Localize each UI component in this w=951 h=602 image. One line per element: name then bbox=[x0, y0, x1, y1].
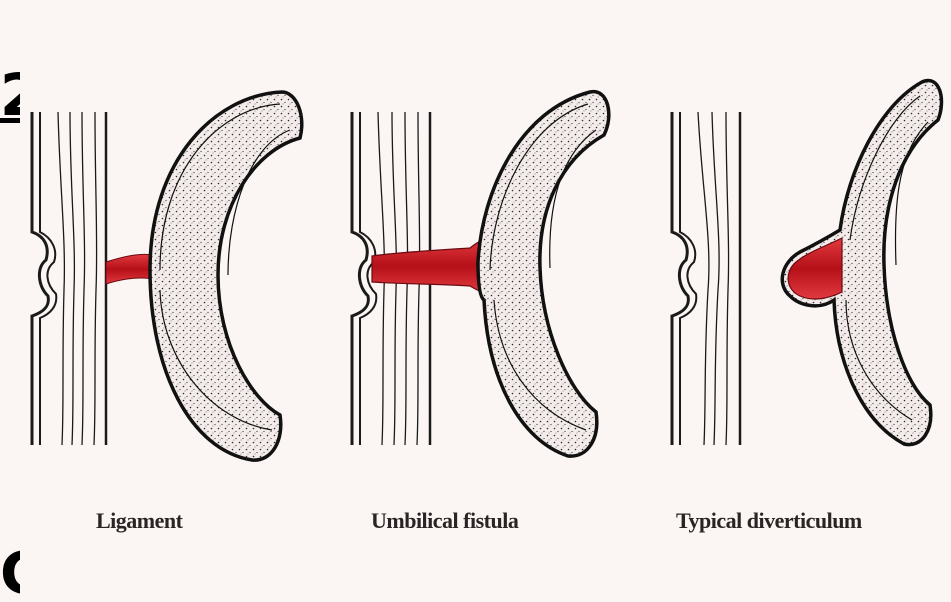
caption-typical-diverticulum: Typical diverticulum bbox=[676, 508, 862, 534]
caption-umbilical-fistula: Umbilical fistula bbox=[371, 508, 518, 534]
cropped-slide-text-bottom: C bbox=[0, 544, 20, 602]
caption-ligament: Ligament bbox=[96, 508, 182, 534]
cropped-slide-text-top: 2 bbox=[0, 66, 20, 124]
